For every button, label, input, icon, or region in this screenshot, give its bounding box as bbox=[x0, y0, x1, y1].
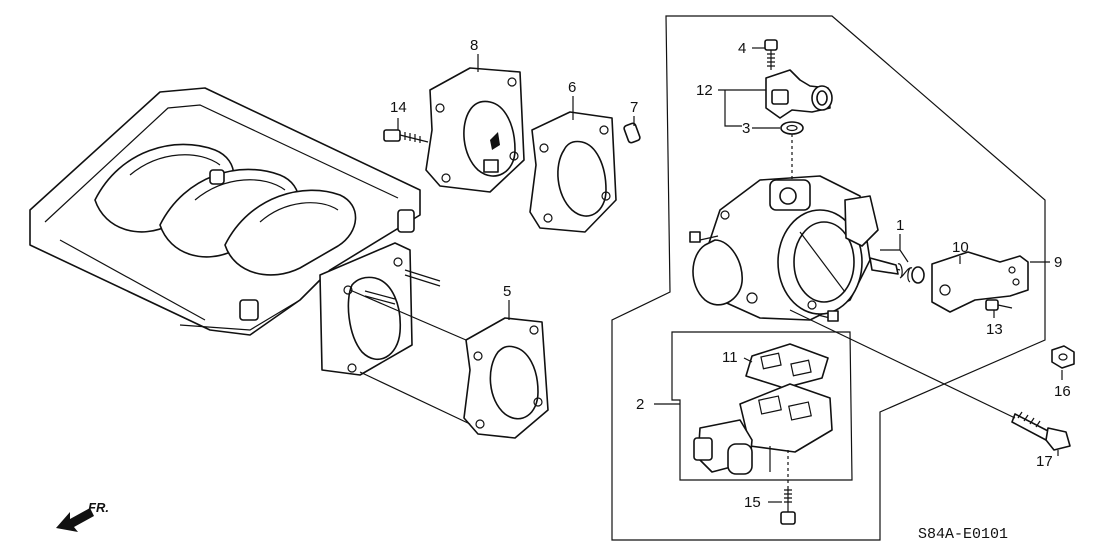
callout-12: 12 bbox=[696, 82, 713, 99]
callout-9: 9 bbox=[1054, 254, 1062, 271]
front-arrow-icon bbox=[56, 508, 94, 532]
callout-11: 11 bbox=[722, 349, 738, 366]
part-2-iac-valve bbox=[693, 383, 833, 475]
part-5-gasket bbox=[463, 317, 549, 439]
front-direction-indicator: FR. bbox=[56, 500, 109, 532]
part-11-gasket bbox=[745, 343, 829, 389]
part-14-bolt bbox=[383, 129, 429, 143]
part-1-adjust-screw bbox=[869, 257, 925, 284]
part-15-screw bbox=[780, 486, 796, 525]
group-2-boundary bbox=[671, 331, 853, 481]
callout-3: 3 bbox=[742, 120, 750, 137]
part-12-sensor bbox=[765, 69, 833, 119]
part-7-dowel-pin bbox=[623, 122, 641, 144]
callout-13: 13 bbox=[986, 321, 1003, 338]
intake-manifold bbox=[29, 87, 441, 376]
diagram-code: S84A-E0101 bbox=[918, 526, 1008, 543]
group-9-boundary bbox=[611, 15, 1046, 541]
callout-10: 10 bbox=[952, 239, 969, 256]
callout-15: 15 bbox=[744, 494, 761, 511]
callout-2: 2 bbox=[636, 396, 644, 413]
callout-7: 7 bbox=[630, 99, 638, 116]
part-3-o-ring bbox=[780, 121, 804, 135]
part-8-plate bbox=[425, 67, 525, 193]
callout-17: 17 bbox=[1036, 453, 1053, 470]
part-13-bolt bbox=[985, 299, 1013, 311]
callout-8: 8 bbox=[470, 37, 478, 54]
callout-14: 14 bbox=[390, 99, 407, 116]
throttle-body bbox=[689, 175, 879, 322]
part-16-nut bbox=[1051, 345, 1075, 369]
part-17-bolt bbox=[1011, 411, 1071, 451]
front-label: FR. bbox=[88, 500, 109, 515]
part-4-screw bbox=[764, 39, 778, 70]
part-6-gasket bbox=[529, 111, 617, 233]
callout-6: 6 bbox=[568, 79, 576, 96]
callout-5: 5 bbox=[503, 283, 511, 300]
part-10-bracket bbox=[931, 251, 1029, 313]
callout-4: 4 bbox=[738, 40, 746, 57]
callout-16: 16 bbox=[1054, 383, 1071, 400]
callout-1: 1 bbox=[896, 217, 904, 234]
